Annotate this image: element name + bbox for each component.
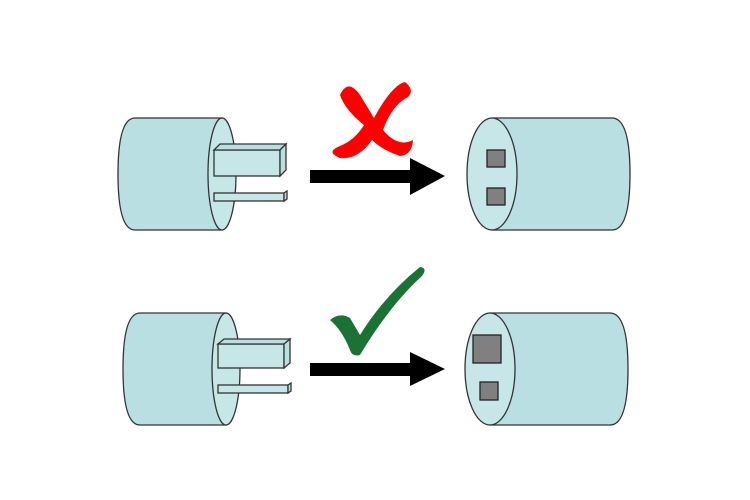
plug-body bbox=[122, 312, 227, 426]
plug bbox=[122, 312, 292, 426]
plug-narrow-prong bbox=[213, 189, 288, 203]
socket-body bbox=[491, 117, 631, 231]
socket-slot-small bbox=[479, 381, 499, 401]
socket-body bbox=[489, 312, 629, 426]
plug-body bbox=[117, 117, 223, 231]
row-correct bbox=[122, 267, 629, 426]
socket bbox=[464, 312, 629, 426]
plug-face bbox=[211, 312, 241, 426]
socket bbox=[466, 117, 631, 231]
socket-slot-large bbox=[472, 334, 502, 364]
socket-slot-bottom bbox=[486, 187, 506, 206]
plug-narrow-prong bbox=[217, 381, 292, 395]
socket-face bbox=[464, 312, 516, 426]
plug-wide-prong bbox=[216, 337, 292, 370]
socket-face bbox=[466, 117, 518, 231]
socket-slot-top bbox=[486, 149, 506, 168]
x-mark-icon bbox=[332, 82, 413, 159]
check-mark-icon bbox=[330, 267, 425, 356]
arrow-icon bbox=[310, 158, 445, 195]
plug-wide-prong bbox=[212, 142, 288, 178]
row-incorrect bbox=[117, 82, 631, 231]
arrow-icon bbox=[310, 352, 445, 386]
plug bbox=[117, 117, 288, 231]
